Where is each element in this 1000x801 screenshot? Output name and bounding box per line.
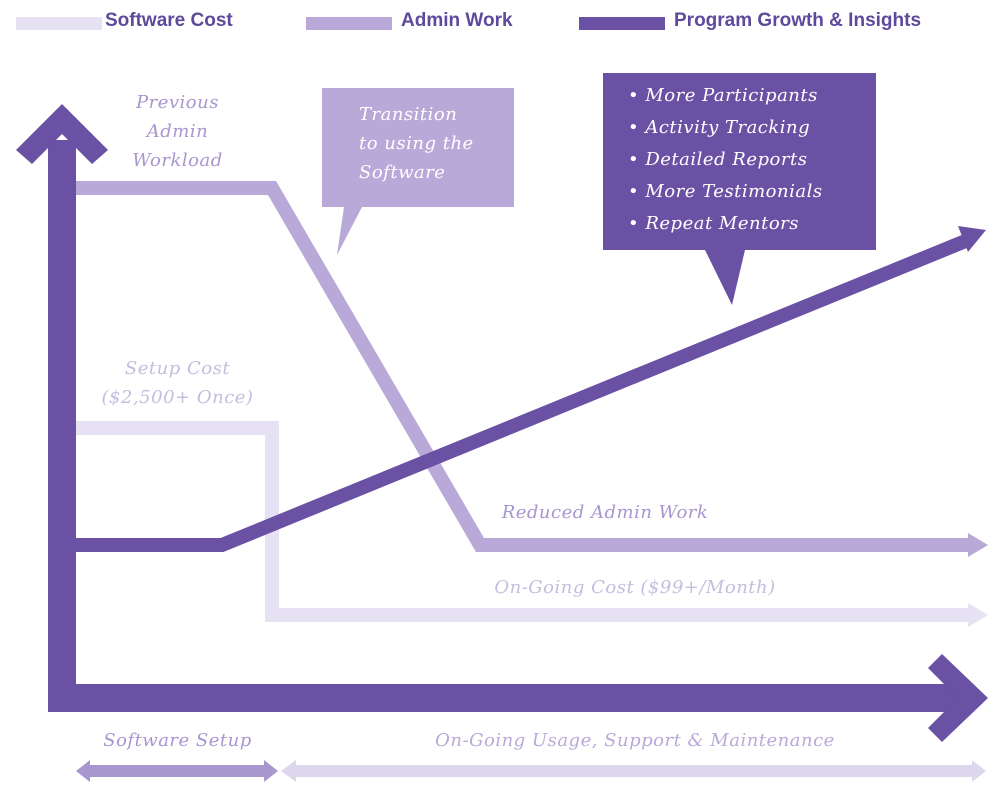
- label-line: Admin: [146, 121, 209, 142]
- y-axis-arrowhead: [16, 104, 108, 164]
- ongoing-cost-label: On-Going Cost ($99+/Month): [494, 577, 776, 598]
- legend-admin-work: Admin Work: [401, 10, 513, 31]
- label-line: Workload: [132, 150, 223, 171]
- reduced-admin-label: Reduced Admin Work: [501, 502, 709, 523]
- y-axis: [48, 140, 76, 712]
- label-line: ($2,500+ Once): [101, 387, 254, 408]
- growth-item: Detailed Reports: [628, 144, 823, 176]
- callout-line: to using the: [359, 133, 474, 154]
- x-axis: [48, 684, 968, 712]
- setup-cost-label: Setup Cost ($2,500+ Once): [85, 354, 270, 412]
- label-line: Setup Cost: [124, 358, 231, 379]
- growth-item: Repeat Mentors: [628, 208, 823, 240]
- legend-swatch-admin-work: [306, 17, 392, 30]
- legend-swatch-program-growth: [579, 17, 665, 30]
- x-axis-arrowhead: [928, 654, 988, 742]
- callout-line: Transition: [359, 104, 458, 125]
- ongoing-usage-range-arrow: [281, 760, 986, 782]
- program-growth-line: [76, 233, 971, 552]
- program-growth-arrowhead: [958, 226, 986, 252]
- growth-item: Activity Tracking: [628, 112, 823, 144]
- callout-line: Software: [359, 162, 446, 183]
- legend-software-cost: Software Cost: [105, 10, 233, 31]
- software-setup-label: Software Setup: [103, 730, 252, 751]
- transition-callout: [322, 88, 514, 255]
- transition-callout-text: Transition to using the Software: [359, 100, 474, 187]
- growth-item: More Participants: [628, 80, 823, 112]
- software-cost-arrowhead: [968, 603, 988, 627]
- software-setup-range-arrow: [76, 760, 278, 782]
- previous-admin-label: Previous Admin Workload: [110, 88, 245, 175]
- label-line: Previous: [136, 92, 219, 113]
- ongoing-usage-label: On-Going Usage, Support & Maintenance: [435, 730, 835, 751]
- growth-list: More Participants Activity Tracking Deta…: [628, 80, 823, 240]
- legend-swatch-software-cost: [16, 17, 102, 30]
- admin-work-arrowhead: [968, 533, 988, 557]
- legend-program-growth: Program Growth & Insights: [674, 10, 922, 31]
- growth-item: More Testimonials: [628, 176, 823, 208]
- admin-work-line: [76, 181, 970, 552]
